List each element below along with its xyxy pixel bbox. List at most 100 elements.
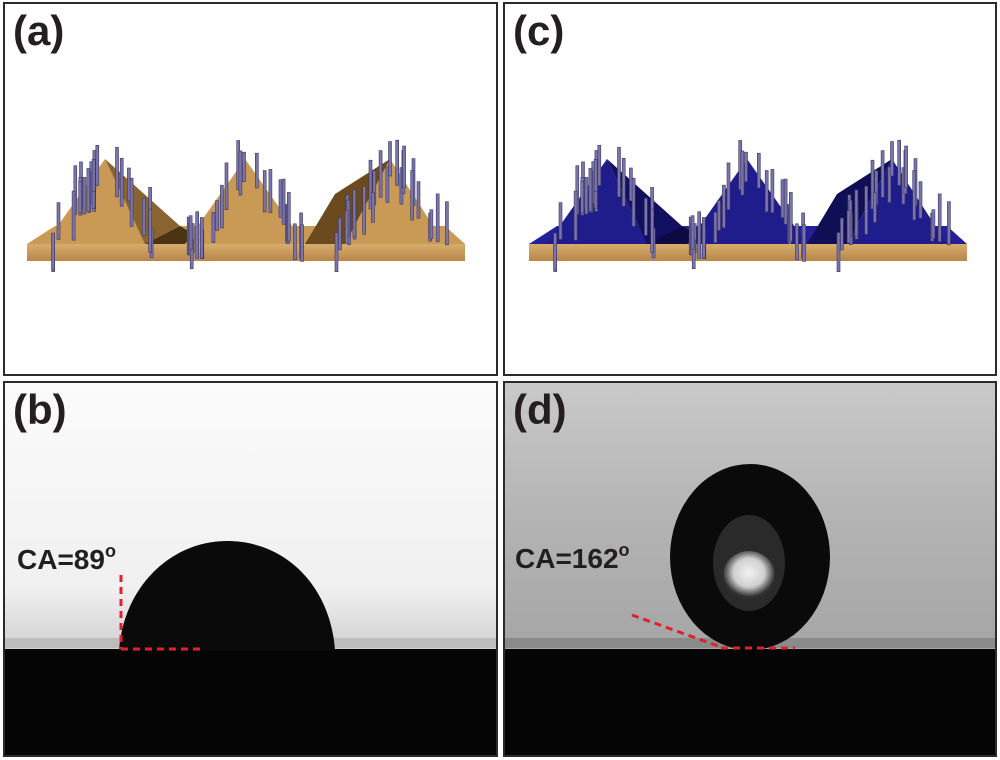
nanorod bbox=[435, 193, 440, 242]
nanorod bbox=[82, 177, 87, 215]
nanorod bbox=[726, 162, 731, 210]
nanorod bbox=[553, 232, 557, 271]
nanorod bbox=[870, 159, 875, 210]
nanorod bbox=[385, 166, 390, 203]
nanorod bbox=[621, 158, 626, 207]
nanorod-array-front bbox=[553, 139, 951, 273]
degree-symbol-b: o bbox=[104, 541, 116, 561]
water-droplet bbox=[119, 541, 335, 651]
nanorod bbox=[255, 152, 259, 189]
nanorod bbox=[702, 217, 706, 259]
nanorod bbox=[278, 179, 283, 218]
nanorod bbox=[744, 151, 748, 182]
nanorod bbox=[864, 186, 869, 235]
panel-label-a: (a) bbox=[13, 7, 65, 54]
nanorod bbox=[897, 139, 902, 186]
contact-angle-value-b: CA=89 bbox=[17, 544, 105, 575]
nanorod bbox=[224, 162, 229, 210]
nanorod bbox=[757, 152, 761, 189]
nanorod bbox=[262, 170, 267, 213]
panel-d: (d) CA=162o bbox=[503, 381, 997, 757]
nanorod bbox=[91, 159, 96, 192]
droplet-photo-b bbox=[5, 383, 496, 755]
nanorod bbox=[71, 190, 76, 241]
nanorod bbox=[378, 150, 383, 198]
substrate-surface bbox=[5, 649, 496, 755]
nanorod bbox=[937, 193, 942, 242]
nanorod bbox=[558, 202, 563, 240]
nanorod bbox=[402, 145, 406, 189]
nanorod bbox=[286, 192, 291, 242]
nanorod bbox=[588, 168, 593, 212]
nanorod bbox=[395, 139, 400, 186]
nanorod bbox=[334, 232, 339, 273]
nanorod bbox=[129, 177, 134, 227]
nanorod bbox=[148, 208, 152, 253]
pyramid-3 bbox=[847, 159, 947, 244]
nanorod bbox=[119, 158, 124, 207]
nanorod bbox=[338, 217, 342, 251]
nanorod bbox=[890, 141, 894, 177]
panel-label-b: (b) bbox=[13, 386, 67, 433]
nanorod bbox=[644, 197, 648, 236]
nanorod bbox=[281, 178, 286, 225]
nanorod bbox=[429, 209, 434, 239]
nanorod bbox=[300, 224, 304, 262]
nanorod bbox=[352, 189, 357, 237]
nanorod bbox=[788, 192, 793, 242]
nanorod bbox=[880, 150, 885, 198]
nanorod bbox=[580, 181, 584, 214]
nanorod bbox=[795, 223, 799, 261]
substrate-base bbox=[529, 244, 967, 261]
nanorod bbox=[220, 184, 224, 229]
nanorod bbox=[770, 169, 775, 213]
nanorod bbox=[268, 169, 273, 213]
nanorod bbox=[115, 147, 119, 198]
nanorod bbox=[344, 210, 349, 244]
panel-label-d: (d) bbox=[513, 386, 567, 433]
nanorod bbox=[445, 201, 449, 246]
nanorod bbox=[918, 181, 923, 219]
contact-angle-value-d: CA=162 bbox=[515, 543, 619, 574]
nanorod bbox=[410, 170, 415, 221]
degree-symbol-d: o bbox=[618, 540, 630, 560]
nanorod bbox=[840, 217, 844, 251]
nanorod bbox=[215, 200, 219, 231]
angle-line-tangent bbox=[631, 613, 722, 649]
nanorod bbox=[188, 215, 193, 250]
nanorod bbox=[780, 179, 785, 218]
panel-label-c: (c) bbox=[513, 7, 565, 54]
nanorod bbox=[416, 181, 421, 219]
nanorod bbox=[912, 170, 917, 221]
pyramid-array-illustration-c bbox=[529, 139, 967, 273]
nanorod bbox=[931, 209, 936, 239]
nanorod bbox=[371, 192, 375, 223]
nanorod bbox=[142, 197, 146, 236]
nanorod bbox=[650, 208, 654, 253]
substrate-surface bbox=[505, 649, 995, 755]
nanorod bbox=[722, 184, 726, 229]
nanorod-array-front bbox=[51, 139, 449, 273]
nanorod bbox=[617, 147, 621, 198]
nanorod bbox=[86, 168, 91, 212]
panel-b: (b) CA=89o bbox=[3, 381, 498, 757]
nanorod bbox=[764, 170, 769, 213]
contact-angle-label-b: CA=89o bbox=[17, 542, 116, 574]
panel-a: (a) bbox=[3, 2, 498, 376]
nanorod bbox=[854, 189, 859, 237]
nanorod bbox=[697, 211, 701, 259]
nanorod bbox=[242, 151, 246, 182]
nanorod bbox=[597, 145, 602, 186]
nanorod bbox=[690, 215, 695, 250]
nanorod bbox=[78, 181, 82, 214]
nanorod bbox=[740, 150, 745, 196]
nanorod bbox=[846, 210, 851, 244]
nanorod bbox=[887, 166, 892, 203]
nanorod bbox=[293, 223, 297, 261]
droplet-highlight bbox=[723, 551, 775, 599]
nanorod bbox=[195, 211, 199, 259]
nanorod bbox=[836, 232, 841, 273]
nanorod bbox=[368, 159, 373, 210]
pyramid-array-illustration-a bbox=[27, 139, 465, 273]
nanorod bbox=[584, 177, 589, 215]
